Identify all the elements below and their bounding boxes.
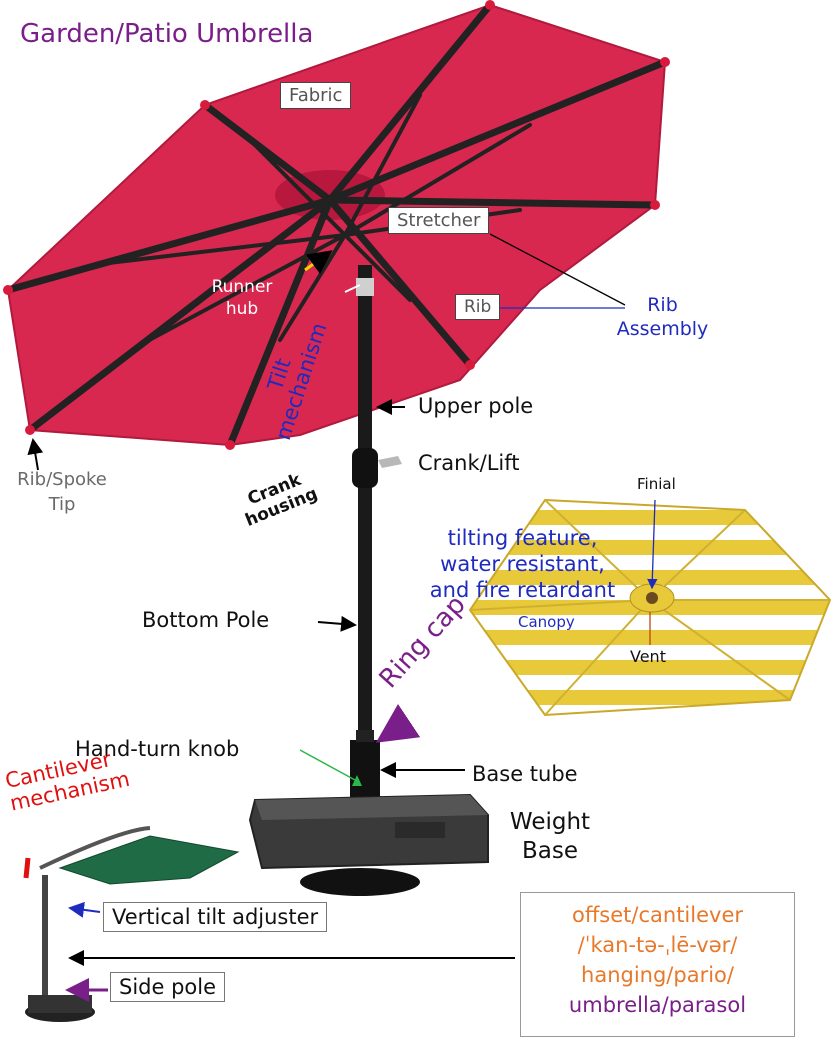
diagram-title: Garden/Patio Umbrella: [20, 19, 314, 49]
label-fabric: Fabric: [280, 82, 352, 109]
red-umbrella-canopy: [3, 0, 670, 450]
umbrella-pole: [350, 265, 402, 802]
label-stretcher: Stretcher: [388, 207, 490, 234]
label-base-tube: Base tube: [472, 762, 578, 786]
label-hand-turn-knob: Hand-turn knob: [75, 737, 240, 761]
label-crank-lift: Crank/Lift: [418, 451, 520, 475]
label-finial: Finial: [637, 475, 676, 493]
leader-lines: [23, 233, 658, 1002]
label-canopy: Canopy: [518, 613, 575, 631]
label-upper-pole: Upper pole: [418, 394, 534, 418]
label-side-pole: Side pole: [110, 972, 226, 1002]
label-rib-spoke-tip: Rib/Spoke Tip: [17, 469, 107, 515]
label-weight-base: Weight Base: [509, 809, 591, 865]
label-bottom-pole: Bottom Pole: [142, 608, 270, 632]
label-vent: Vent: [630, 647, 666, 666]
label-rib-assembly: Rib Assembly: [616, 294, 709, 340]
label-features: tilting feature, water resistant, and fi…: [429, 526, 616, 603]
weight-base: [248, 793, 489, 896]
label-runner-hub: Runner hub: [211, 277, 273, 319]
striped-umbrella: [468, 498, 832, 717]
label-rib: Rib: [455, 294, 501, 320]
label-vertical-tilt-adjuster: Vertical tilt adjuster: [103, 902, 328, 932]
offset-definition-box: offset/cantilever /ˈkan-tə-ˌlē-vər/ hang…: [520, 892, 795, 1037]
